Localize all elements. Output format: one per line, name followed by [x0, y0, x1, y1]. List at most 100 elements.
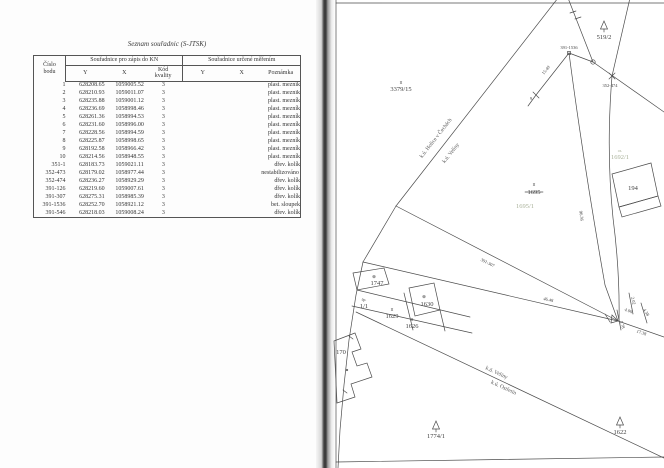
table-cell [183, 90, 222, 98]
table-cell: 1058985.39 [115, 193, 144, 200]
table-cell: 1058994.59 [115, 130, 144, 137]
parcel-mark: II [400, 80, 403, 85]
table-cell: 3 [161, 122, 165, 129]
table-cell: 391-1536 [42, 201, 66, 208]
table-cell: 628219.60 [79, 185, 105, 192]
table-cell [183, 185, 222, 193]
table-cell [222, 90, 261, 98]
parcel-mark: II [533, 182, 536, 187]
table-cell: 9 [62, 145, 66, 152]
table-cell [222, 129, 261, 137]
parcel-strip-outlines [351, 267, 473, 334]
point-label-391-1536: 391-1536 [560, 45, 578, 50]
table-cell: 3 [161, 193, 165, 200]
distance-label: 2.02 [630, 296, 637, 305]
table-cell: 1059007.61 [115, 185, 144, 192]
header-quality-line1: Kód [157, 66, 169, 73]
point-label-352-474: 352-474 [603, 83, 619, 88]
point-label-9: 9 [530, 96, 533, 101]
table-cell: 1058977.44 [115, 169, 144, 176]
header-y-measured: Y [182, 65, 223, 82]
table-cell: 3 [161, 161, 165, 168]
table-cell: 352-473 [45, 169, 66, 176]
table-cell: 1058994.53 [115, 114, 144, 121]
table-cell: 3 [161, 114, 165, 121]
table-cell: 628236.69 [79, 106, 105, 113]
table-cell: 7 [62, 130, 66, 137]
table-cell: 4 [62, 106, 66, 113]
table-cell: 628252.70 [79, 201, 105, 208]
parcel-label-1774-1: 1774/1 [427, 433, 445, 440]
table-cell [183, 201, 222, 209]
table-cell: dřev. kolík [274, 185, 300, 192]
table-cell [183, 153, 222, 161]
boundary-curve [362, 205, 397, 263]
parcel-mark: II [391, 307, 394, 312]
table-cell: plast. mezník [268, 145, 300, 152]
table-cell [222, 113, 261, 121]
distance-label: 96.36 [578, 210, 584, 221]
ku-label-veliny-top: k.ú. Velíny [441, 142, 461, 165]
table-cell: 1058998.46 [115, 106, 144, 113]
fence-line-v1 [568, 52, 619, 322]
table-cell: dřev. kolík [274, 161, 300, 168]
table-cell: 628210.93 [79, 90, 105, 97]
coordinate-table-header: Číslo bodu Souřadnice pro zápis do KN So… [33, 55, 301, 82]
table-cell: bet. sloupek [271, 201, 300, 208]
table-cell: 628228.56 [79, 130, 105, 137]
table-cell [183, 129, 222, 137]
distance-label: 1.78 [619, 320, 626, 330]
table-cell: 6 [62, 122, 66, 129]
distance-label: 4.38 [642, 308, 651, 318]
coordinate-table: Číslo bodu Souřadnice pro zápis do KN So… [33, 55, 301, 218]
table-cell: 3 [161, 138, 165, 145]
table-cell: 3 [161, 185, 165, 192]
table-cell: plast. mezník [268, 122, 300, 129]
table-cell [222, 185, 261, 193]
table-cell: 628192.58 [79, 145, 105, 152]
table-cell: 1059001.12 [115, 98, 144, 105]
header-point-id-line1: Číslo [43, 62, 56, 68]
table-cell [183, 193, 222, 201]
orchard-icon: ⊕ [422, 294, 426, 299]
left-page: Seznam souřadnic (S-JTSK) Číslo bodu Sou… [0, 0, 318, 468]
building-170-outline [333, 332, 373, 404]
header-group-kn: Souřadnice pro zápis do KN [65, 55, 184, 66]
table-cell: 3 [161, 201, 165, 208]
table-cell: 3 [161, 145, 165, 152]
table-cell: 628183.73 [79, 161, 105, 168]
parcel-mark: čp. [362, 297, 367, 302]
page-title: Seznam souřadnic (S-JTSK) [127, 40, 207, 48]
table-cell [222, 209, 261, 218]
distance-label: 4.08 [624, 307, 634, 315]
table-cell [222, 81, 261, 90]
parcel-label-3379-15: 3379/15 [390, 86, 411, 93]
parcel-label-1-1: 1/1 [360, 303, 368, 310]
header-note: Poznámka [261, 65, 301, 82]
table-cell: 3 [161, 130, 165, 137]
table-cell: 10 [59, 153, 66, 160]
header-x-measured: X [222, 65, 262, 82]
conifer-tree-icon [599, 20, 609, 33]
orchard-icon: ⊕ [372, 274, 376, 279]
table-cell: 628235.88 [79, 98, 105, 105]
parcel-label-1629: 1629 [386, 313, 399, 320]
table-cell [222, 153, 261, 161]
table-cell: 352-474 [45, 177, 66, 184]
table-cell [183, 113, 222, 121]
table-cell [183, 145, 222, 153]
table-cell: 1059011.07 [115, 90, 144, 97]
header-point-id: Číslo bodu [33, 55, 66, 81]
table-cell: 628225.87 [79, 138, 105, 145]
table-cell [183, 81, 222, 90]
table-cell: 2 [62, 90, 66, 97]
right-page [335, 0, 664, 468]
table-cell: 351-1 [51, 161, 66, 168]
boundary-line [395, 0, 557, 207]
table-cell: 3 [161, 209, 165, 216]
building-label-170: 170 [336, 349, 346, 356]
